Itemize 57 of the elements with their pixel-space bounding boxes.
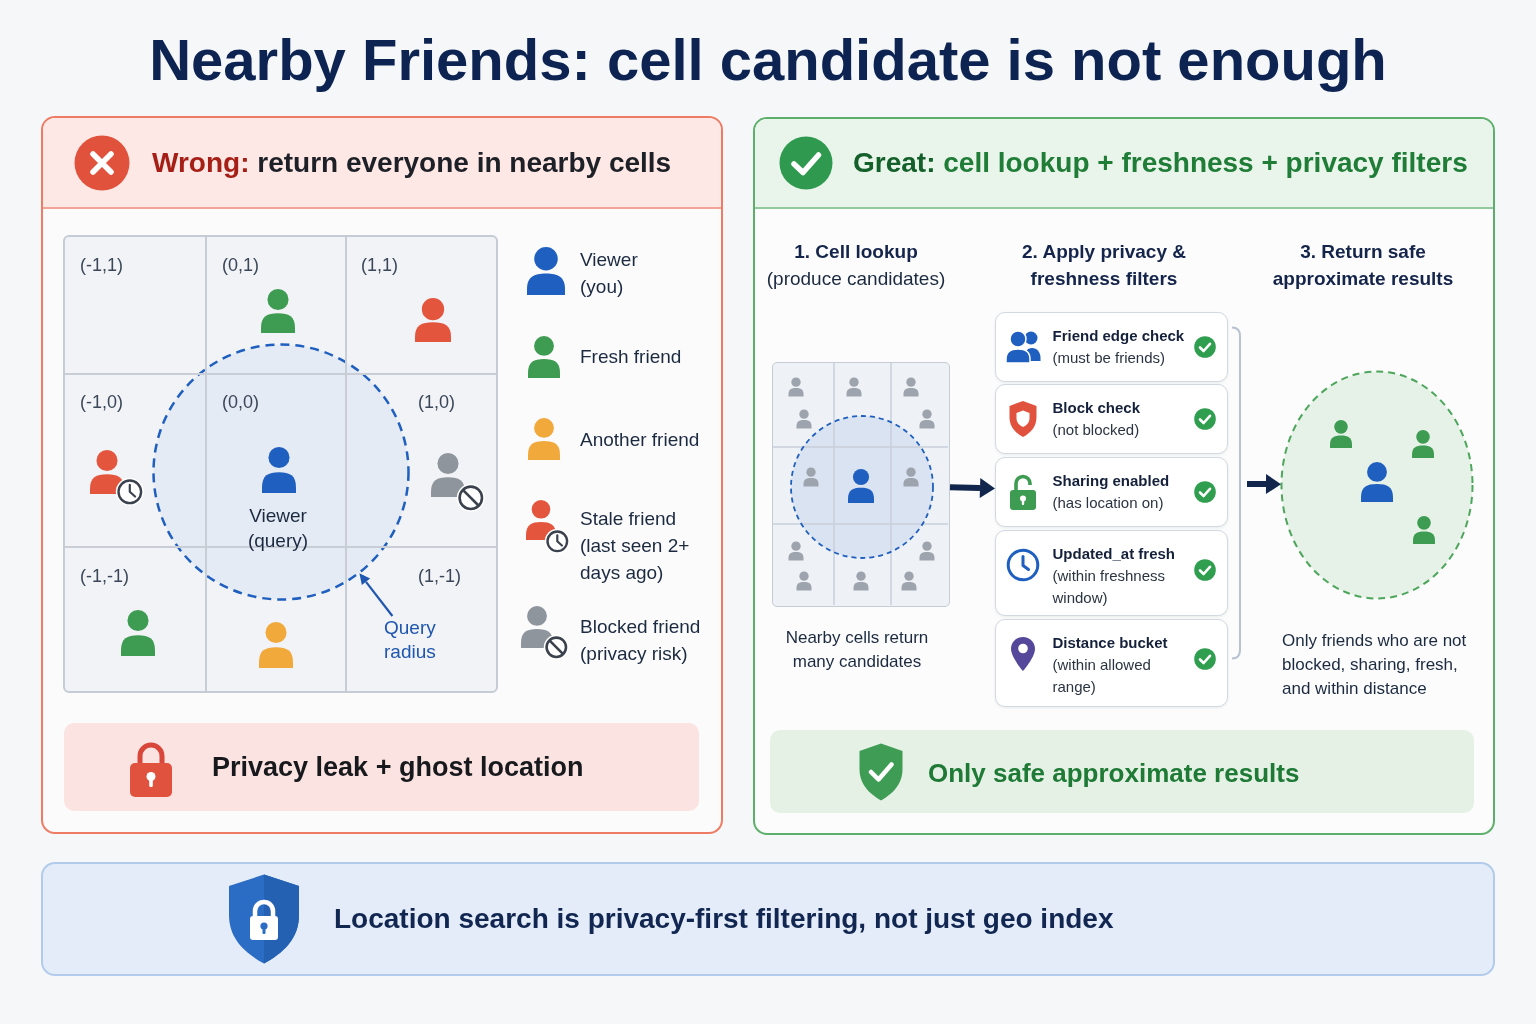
summary-banner	[41, 862, 1495, 976]
title: Nearby Friends: cell candidate is not enough	[148, 26, 1388, 94]
node-note: Nearby cells return many candidates	[784, 627, 930, 673]
column-heading: 1. Cell lookup	[793, 240, 919, 264]
filter-description: (within allowed range)	[1052, 654, 1152, 697]
friends-circle-illustration	[1280, 370, 1474, 600]
node-note: Only friends who are not blocked, sharing, fresh, and within distance	[1282, 630, 1468, 700]
coordinate-label: (1,-1)	[418, 565, 461, 587]
filter-description: (has location on)	[1052, 492, 1165, 513]
legend-label: Stale friend (last seen 2+ days ago)	[580, 507, 691, 585]
grid-cell	[65, 237, 207, 375]
filter-title: Friend edge check	[1052, 325, 1186, 346]
grid-cell	[65, 375, 207, 548]
filter-description: (not blocked)	[1052, 419, 1141, 440]
panel	[41, 116, 723, 834]
column-heading: 3. Return safe approximate results	[1271, 240, 1455, 291]
filter-title: Block check	[1052, 397, 1142, 418]
column-heading: 2. Apply privacy & freshness filters	[1021, 240, 1187, 291]
coordinate-label: (1,0)	[418, 391, 455, 413]
banner-text: Only safe approximate results	[928, 757, 1300, 790]
legend-label: Fresh friend	[580, 345, 683, 369]
filter-card	[995, 619, 1228, 707]
coordinate-label: (-1,1)	[80, 254, 123, 276]
filter-title: Distance bucket	[1052, 632, 1169, 653]
filter-title: Updated_at fresh	[1052, 543, 1177, 564]
filter-card	[995, 384, 1228, 454]
arrow	[1247, 474, 1281, 495]
coordinate-label: (1,1)	[361, 254, 398, 276]
coordinate-label: (-1,-1)	[80, 565, 129, 587]
banner-text: Location search is privacy-first filtering, not just geo index	[334, 902, 1114, 936]
coordinate-label: (-1,0)	[80, 391, 123, 413]
text-label: Viewer (query)	[246, 504, 310, 553]
panel	[753, 117, 1495, 835]
legend-label: Viewer (you)	[580, 248, 639, 299]
panel-title: Great: cell lookup + freshness + privacy filters	[853, 146, 1468, 180]
arrow	[949, 478, 995, 499]
grid-illustration	[772, 362, 950, 607]
filter-title: Sharing enabled	[1052, 470, 1171, 491]
map-grid	[63, 235, 498, 693]
legend-label: Another friend	[580, 428, 701, 452]
banner-text: Privacy leak + ghost location	[212, 751, 584, 784]
filter-card	[995, 530, 1228, 616]
dashed-circle	[152, 343, 410, 601]
result-banner	[770, 730, 1474, 813]
coordinate-label: (0,1)	[222, 254, 259, 276]
panel-title: Wrong: return everyone in nearby cells	[152, 146, 672, 180]
grid-cell	[207, 237, 347, 375]
leader-arrow	[359, 573, 394, 617]
warning-banner	[64, 723, 699, 811]
callout-label: Query radius	[384, 616, 438, 664]
column-subheading: (produce candidates)	[765, 267, 947, 291]
filter-card	[995, 312, 1228, 382]
filter-description: (within freshness window)	[1052, 565, 1167, 608]
legend-label: Blocked friend (privacy risk)	[580, 615, 702, 666]
filter-card	[995, 457, 1228, 527]
filter-description: (must be friends)	[1052, 347, 1167, 368]
coordinate-label: (0,0)	[222, 391, 259, 413]
